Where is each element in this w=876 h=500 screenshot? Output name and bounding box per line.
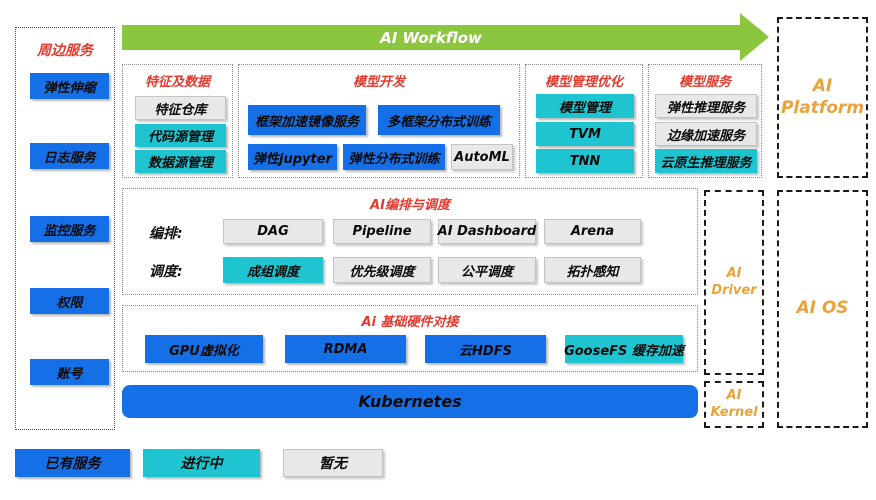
ai-os-panel: AI OS — [777, 190, 868, 428]
model-mgmt-section: 模型管理优化 模型管理 TVM TNN — [525, 64, 643, 178]
scheduling-row-label: 调度: — [149, 264, 183, 280]
kubernetes-bar: Kubernetes — [122, 385, 698, 418]
service-fair-scheduling: 公平调度 — [438, 257, 536, 283]
ai-driver-panel: AI Driver — [704, 190, 764, 375]
service-multi-framework-training: 多框架分布式训练 — [378, 105, 500, 135]
service-monitoring: 监控服务 — [30, 216, 109, 242]
service-elastic-scaling: 弹性伸缩 — [30, 73, 109, 99]
service-ai-dashboard: AI Dashboard — [438, 219, 536, 244]
service-tnn: TNN — [536, 149, 634, 173]
service-rdma: RDMA — [285, 335, 406, 363]
orchestration-row-label: 编排: — [149, 226, 183, 242]
peripheral-services-title: 周边服务 — [37, 43, 93, 59]
service-model-management: 模型管理 — [536, 94, 634, 118]
service-goosefs-cache: GooseFS 缓存加速 — [564, 335, 684, 363]
service-cloud-hdfs: 云HDFS — [425, 335, 546, 363]
ai-kernel-panel: AI Kernel — [704, 381, 764, 428]
service-automl: AutoML — [451, 144, 513, 170]
service-topology-awareness: 拓扑感知 — [544, 257, 641, 283]
service-gpu-virtualization: GPU虚拟化 — [145, 335, 263, 363]
service-pipeline: Pipeline — [333, 219, 431, 244]
ai-workflow-arrow: AI Workflow — [122, 25, 740, 50]
ai-platform-panel: AI Platform — [777, 17, 868, 178]
model-serving-title: 模型服务 — [678, 75, 731, 90]
feature-data-section: 特征及数据 特征仓库 代码源管理 数据源管理 — [122, 64, 233, 178]
service-elastic-jupyter: 弹性jupyter — [248, 144, 337, 170]
ai-workflow-arrowhead-icon — [740, 13, 769, 61]
peripheral-services-panel: 周边服务 弹性伸缩 日志服务 监控服务 权限 账号 — [15, 27, 115, 430]
orchestration-title: AI编排与调度 — [370, 198, 450, 213]
service-data-source-mgmt: 数据源管理 — [135, 150, 226, 173]
service-arena: Arena — [544, 219, 641, 244]
service-elastic-distributed-training: 弹性分布式训练 — [343, 144, 445, 170]
service-dag: DAG — [223, 219, 323, 244]
ai-workflow-label: AI Workflow — [380, 28, 482, 47]
service-cloudnative-inference: 云原生推理服务 — [655, 149, 757, 173]
service-account: 账号 — [30, 359, 109, 385]
service-permissions: 权限 — [30, 288, 109, 314]
service-framework-accel-image: 框架加速镜像服务 — [248, 105, 366, 135]
service-priority-scheduling: 优先级调度 — [333, 257, 431, 283]
service-elastic-inference: 弹性推理服务 — [655, 94, 757, 118]
service-tvm: TVM — [536, 122, 634, 146]
model-mgmt-title: 模型管理优化 — [544, 75, 623, 90]
service-feature-store: 特征仓库 — [135, 96, 226, 120]
model-dev-section: 模型开发 框架加速镜像服务 多框架分布式训练 弹性jupyter 弹性分布式训练… — [238, 64, 520, 178]
legend-none: 暂无 — [283, 449, 383, 477]
orchestration-section: AI编排与调度 编排: DAG Pipeline AI Dashboard Ar… — [122, 188, 698, 295]
model-dev-title: 模型开发 — [352, 75, 405, 90]
hardware-section: Ai 基础硬件对接 GPU虚拟化 RDMA 云HDFS GooseFS 缓存加速 — [122, 305, 698, 372]
service-edge-acceleration: 边缘加速服务 — [655, 122, 757, 146]
legend-existing-service: 已有服务 — [15, 449, 130, 477]
model-serving-section: 模型服务 弹性推理服务 边缘加速服务 云原生推理服务 — [648, 64, 762, 178]
hardware-title: Ai 基础硬件对接 — [361, 315, 459, 330]
service-gang-scheduling: 成组调度 — [223, 257, 323, 283]
feature-data-title: 特征及数据 — [144, 75, 210, 90]
legend-in-progress: 进行中 — [143, 449, 260, 477]
service-logging: 日志服务 — [30, 143, 109, 169]
service-code-source-mgmt: 代码源管理 — [135, 124, 226, 147]
